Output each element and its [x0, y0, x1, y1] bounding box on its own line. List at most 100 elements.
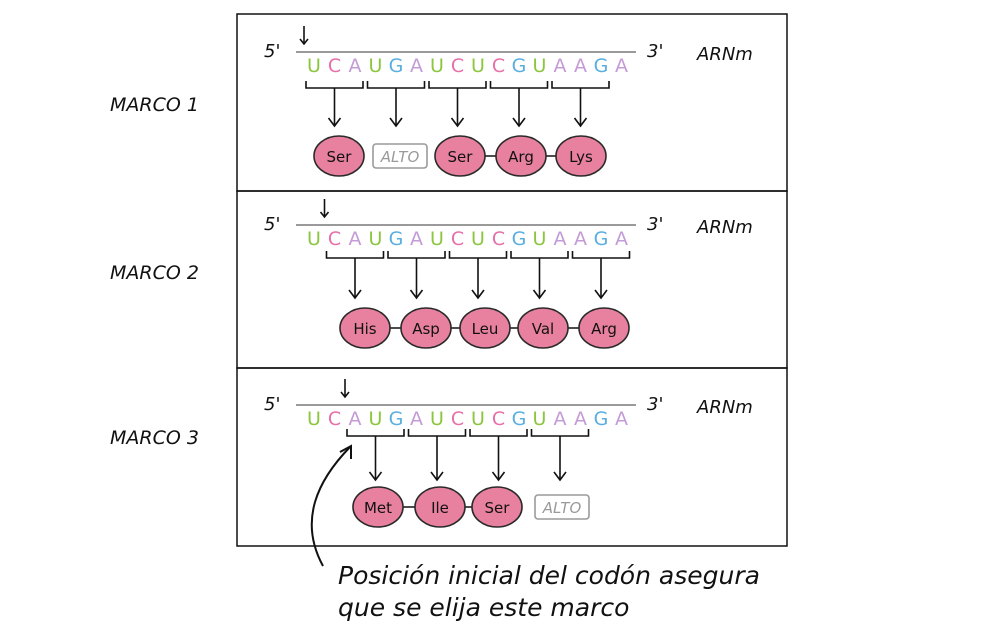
- nucleotide-G: G: [389, 228, 404, 250]
- codon-bracket: [407, 429, 467, 437]
- amino-acid-label: His: [353, 320, 376, 338]
- amino-acid-bead: [352, 486, 404, 528]
- nucleotide-C: C: [492, 55, 505, 77]
- codon-bracket: [325, 251, 385, 259]
- codon-bracket: [489, 81, 549, 89]
- frame-label-3: MARCO 3: [110, 427, 199, 449]
- amino-acid-bead: [414, 486, 466, 528]
- nucleotide-A: A: [615, 55, 628, 77]
- stop-codon-box: [534, 494, 590, 520]
- nucleotide-U: U: [307, 228, 321, 250]
- codon-arrow-head: [430, 471, 444, 482]
- amino-acid-bead: [400, 307, 452, 349]
- codon-bracket: [530, 429, 590, 437]
- nucleotide-U: U: [369, 408, 383, 430]
- amino-acid-bead: [459, 307, 511, 349]
- codon-bracket: [346, 429, 405, 437]
- codon-bracket: [387, 251, 446, 259]
- nucleotide-C: C: [492, 408, 505, 430]
- panels: [236, 13, 788, 547]
- nucleotide-U: U: [430, 408, 444, 430]
- amino-acid-bead: [578, 307, 630, 349]
- amino-acid-bead: [434, 135, 486, 177]
- codon-bracket: [551, 81, 610, 89]
- panel-frame-3: [236, 367, 788, 547]
- start-marker-arrow-head: [299, 38, 309, 46]
- nucleotide-C: C: [451, 55, 464, 77]
- nucleotide-A: A: [410, 408, 423, 430]
- amino-acid-bead: [339, 307, 391, 349]
- end-3-label: 3': [647, 214, 663, 235]
- start-marker-arrow-head: [340, 391, 350, 399]
- codon-arrow-head: [471, 289, 485, 300]
- codon-arrow-head: [532, 289, 547, 300]
- amino-acid-bead: [555, 135, 607, 177]
- codon-bracket: [305, 81, 364, 89]
- nucleotide-A: A: [349, 408, 362, 430]
- frame-label-2: MARCO 2: [110, 262, 199, 284]
- nucleotide-A: A: [615, 408, 628, 430]
- mrna-label: ARNm: [696, 397, 753, 418]
- note-line-2: que se elija este marco: [338, 593, 629, 622]
- amino-acid-label: Val: [532, 320, 554, 338]
- nucleotide-G: G: [512, 408, 527, 430]
- nucleotide-A: A: [554, 408, 567, 430]
- nucleotide-C: C: [328, 228, 341, 250]
- nucleotide-U: U: [471, 408, 485, 430]
- codon-arrow-head: [327, 117, 342, 128]
- frame-label-1: MARCO 1: [110, 94, 199, 116]
- nucleotide-A: A: [574, 408, 587, 430]
- codon-arrow-head: [512, 117, 526, 128]
- nucleotide-U: U: [471, 228, 485, 250]
- amino-acid-label: Arg: [508, 148, 534, 166]
- amino-acid-bead: [495, 135, 547, 177]
- nucleotide-C: C: [328, 55, 341, 77]
- nucleotide-C: C: [328, 408, 341, 430]
- amino-acid-label: Ser: [485, 499, 511, 517]
- nucleotide-U: U: [533, 55, 547, 77]
- nucleotide-G: G: [512, 228, 527, 250]
- mrna-label: ARNm: [696, 217, 753, 238]
- end-3-label: 3': [647, 394, 663, 415]
- nucleotide-G: G: [594, 228, 609, 250]
- amino-acid-bead: [517, 307, 569, 349]
- end-5-label: 5': [264, 394, 280, 415]
- amino-acid-label: Asp: [412, 320, 440, 338]
- nucleotide-U: U: [307, 408, 321, 430]
- amino-acid-label: Lys: [569, 148, 593, 166]
- nucleotide-U: U: [471, 55, 485, 77]
- codon-arrow-head: [450, 117, 465, 128]
- nucleotide-U: U: [533, 228, 547, 250]
- codon-arrow-head: [491, 471, 506, 482]
- amino-acid-label: Leu: [472, 320, 499, 338]
- nucleotide-G: G: [389, 55, 404, 77]
- note-line-1: Posición inicial del codón asegura: [338, 561, 760, 590]
- codon-bracket: [366, 81, 426, 89]
- codon-arrow-head: [409, 289, 424, 300]
- end-5-label: 5': [264, 214, 280, 235]
- stop-codon-label: ALTO: [380, 148, 420, 166]
- amino-acid-label: Ser: [448, 148, 474, 166]
- nucleotide-G: G: [594, 408, 609, 430]
- codon-bracket: [428, 81, 487, 89]
- amino-acid-label: Ile: [431, 499, 449, 517]
- amino-acid-label: Arg: [591, 320, 617, 338]
- mrna-label: ARNm: [696, 44, 753, 65]
- codon-bracket: [571, 251, 631, 259]
- nucleotide-A: A: [574, 228, 587, 250]
- end-5-label: 5': [264, 41, 280, 62]
- codon-arrow-head: [389, 117, 403, 128]
- nucleotide-A: A: [410, 228, 423, 250]
- codon-arrow-head: [348, 289, 362, 300]
- codon-arrow-head: [553, 471, 567, 482]
- nucleotide-A: A: [349, 228, 362, 250]
- nucleotide-C: C: [492, 228, 505, 250]
- nucleotide-G: G: [512, 55, 527, 77]
- nucleotide-U: U: [533, 408, 547, 430]
- codon-bracket: [448, 251, 508, 259]
- stop-codon-box: [372, 143, 428, 169]
- codon-arrow-head: [368, 471, 383, 482]
